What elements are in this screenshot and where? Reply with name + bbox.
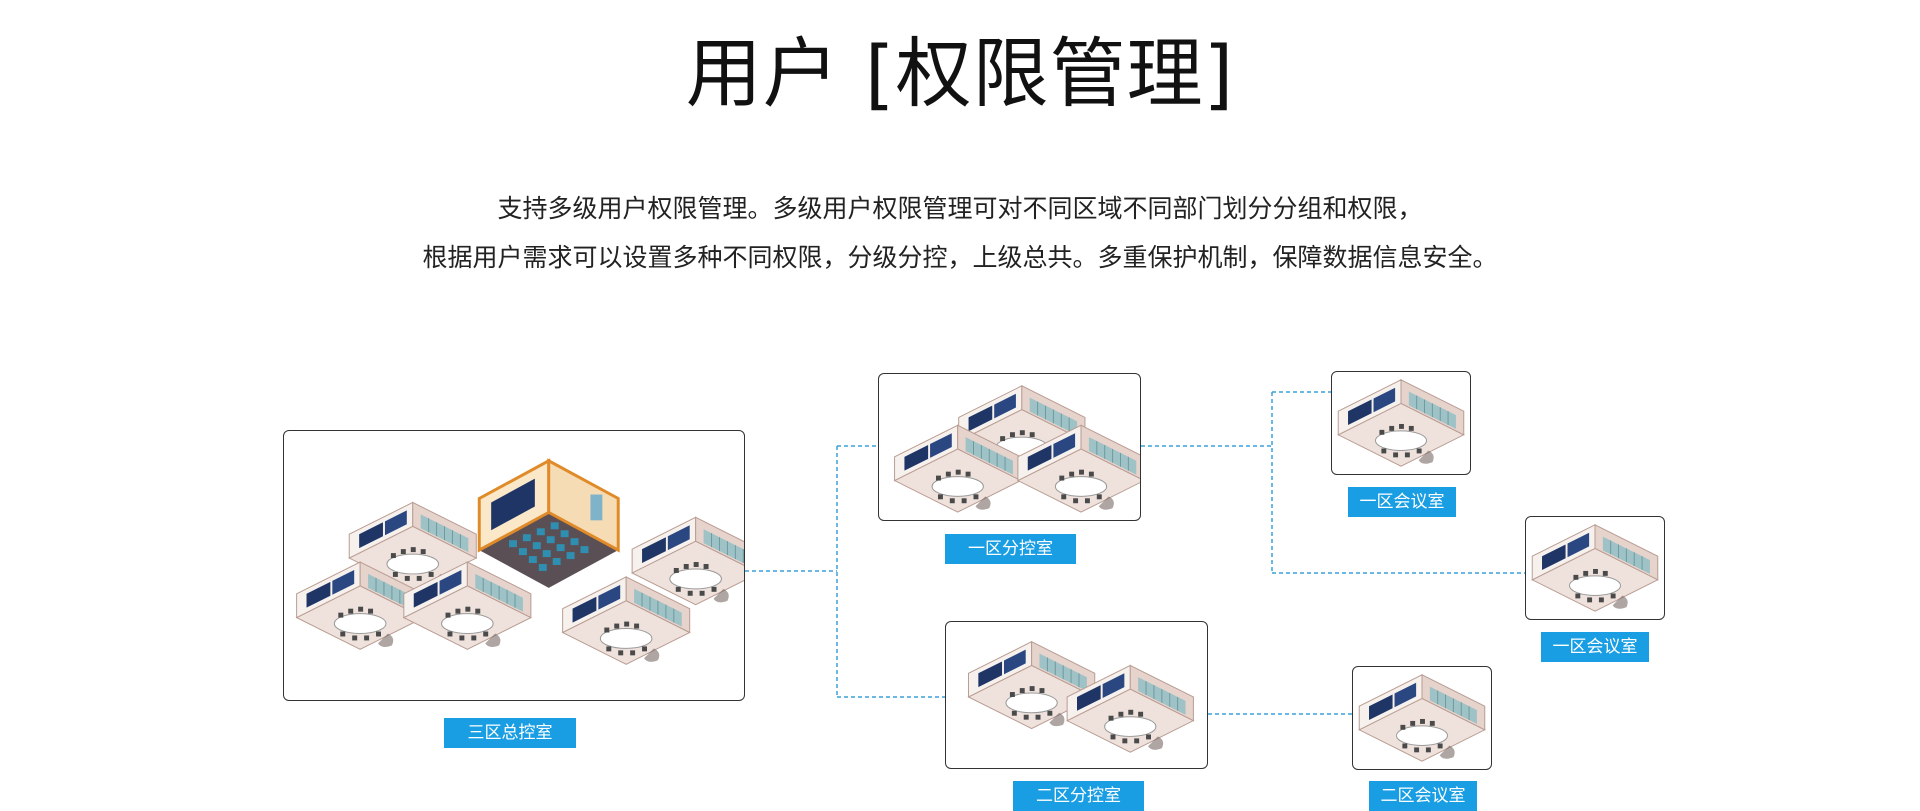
zone1-meeting-room-b-label: 一区会议室 bbox=[1541, 632, 1649, 662]
zone2-meeting-room-label: 二区会议室 bbox=[1369, 781, 1477, 811]
auditorium-illustration bbox=[477, 459, 620, 590]
main-control-room-label: 三区总控室 bbox=[444, 718, 576, 748]
zone1-sub-control-box bbox=[878, 373, 1141, 521]
zone1-meeting-room-a-illustration bbox=[1337, 379, 1465, 467]
zone2-meeting-room-box bbox=[1352, 666, 1492, 770]
zone1-meeting-room-a-label: 一区会议室 bbox=[1348, 487, 1456, 517]
zone2-sub-control-box bbox=[945, 621, 1208, 769]
zone1-sub-control-label: 一区分控室 bbox=[945, 534, 1076, 564]
room-illustration bbox=[1531, 524, 1659, 612]
description-line-2: 根据用户需求可以设置多种不同权限，分级分控，上级总共。多重保护机制，保障数据信息… bbox=[422, 243, 1498, 272]
page-title: 用户 [权限管理] bbox=[685, 29, 1235, 118]
zone2-sub-control-label: 二区分控室 bbox=[1013, 781, 1144, 811]
main-control-room-box bbox=[283, 430, 745, 701]
zone1-sub-control-illustration bbox=[894, 385, 1140, 513]
description-line-1: 支持多级用户权限管理。多级用户权限管理可对不同区域不同部门划分分组和权限， bbox=[497, 194, 1423, 223]
zone1-meeting-room-b-illustration bbox=[1531, 524, 1659, 612]
room-illustration bbox=[1337, 379, 1465, 467]
room-illustration bbox=[1358, 674, 1486, 762]
zone1-meeting-room-b-box bbox=[1525, 516, 1665, 620]
zone1-meeting-room-a-box bbox=[1331, 371, 1471, 475]
zone2-sub-control-illustration bbox=[967, 641, 1194, 753]
zone2-meeting-room-illustration bbox=[1358, 674, 1486, 762]
main-control-room-illustration bbox=[296, 459, 744, 665]
